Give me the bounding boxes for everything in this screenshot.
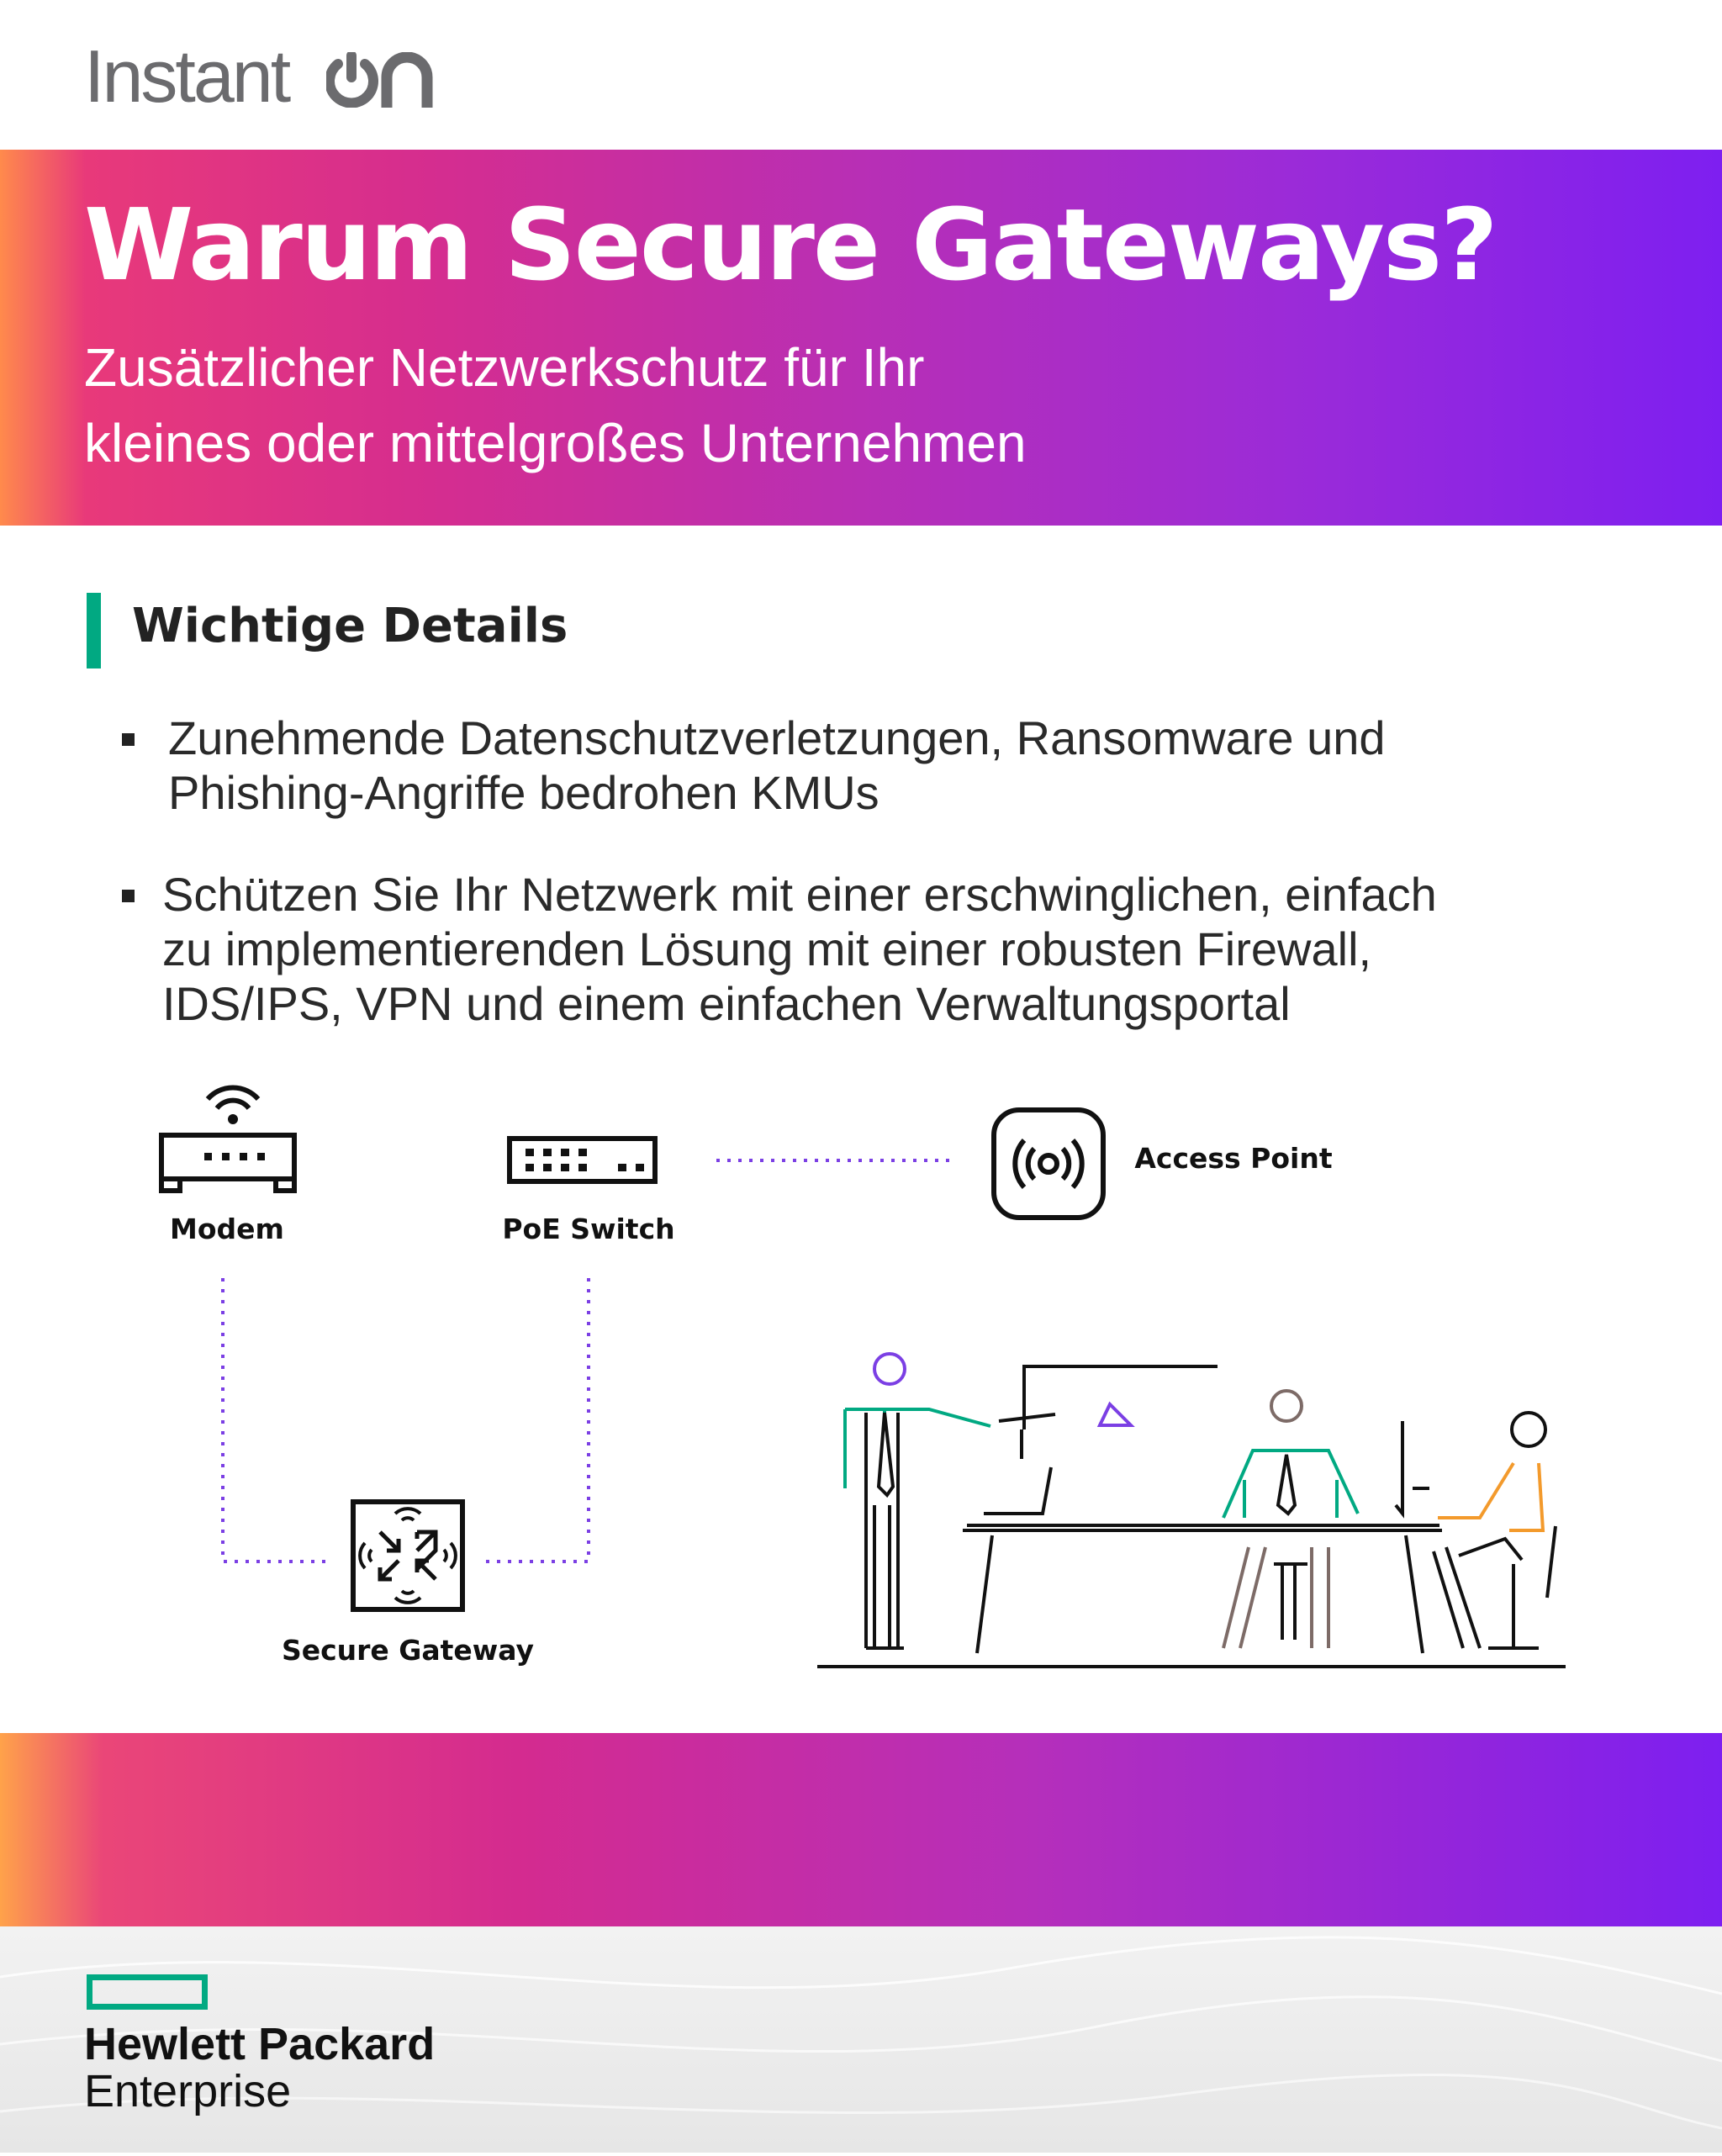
instant-on-logo-mark: [326, 52, 433, 108]
bullet-line: zu implementierenden Lösung mit einer ro…: [162, 922, 1372, 975]
section-heading: Wichtige Details: [132, 599, 568, 653]
bullet-icon: [122, 890, 135, 902]
secure-gateway-label: Secure Gateway: [281, 1634, 535, 1667]
gradient-band: [0, 1733, 1722, 1926]
access-point-label: Access Point: [1134, 1142, 1333, 1175]
bullet-line: Schützen Sie Ihr Netzwerk mit einer ersc…: [162, 868, 1437, 921]
page-subtitle: Zusätzlicher Netzwerkschutz für Ihr klei…: [84, 330, 1027, 481]
bullet-line: Phishing-Angriffe bedrohen KMUs: [168, 766, 879, 819]
footer: [0, 1926, 1722, 2153]
section-accent-bar: [87, 593, 101, 668]
presenter-figure: [843, 1352, 991, 1650]
bullet-item: Schützen Sie Ihr Netzwerk mit einer ersc…: [162, 867, 1437, 1031]
access-point-icon: [991, 1107, 1106, 1220]
hpe-logo-icon: [87, 1974, 208, 2010]
poe-switch-icon: [507, 1136, 658, 1184]
seated-man-figure: [1222, 1389, 1360, 1649]
subtitle-line: Zusätzlicher Netzwerkschutz für Ihr: [84, 337, 925, 398]
secure-gateway-icon: [351, 1499, 465, 1612]
title-banner: [0, 150, 1722, 526]
office-illustration: [817, 1352, 1566, 1668]
bullet-item: Zunehmende Datenschutzverletzungen, Rans…: [168, 711, 1386, 820]
seated-woman-figure: [1394, 1411, 1557, 1650]
network-diagram: [159, 1085, 1566, 1668]
wave-pattern: [0, 1936, 1722, 2130]
hpe-brand-line2: Enterprise: [84, 2066, 292, 2116]
instant-on-logo-text: Instant: [84, 34, 291, 118]
subtitle-line: kleines oder mittelgroßes Unternehmen: [84, 413, 1027, 473]
poe-switch-label: PoE Switch: [502, 1213, 675, 1245]
modem-label: Modem: [170, 1213, 284, 1245]
bullet-icon: [122, 733, 135, 746]
bullet-line: Zunehmende Datenschutzverletzungen, Rans…: [168, 711, 1386, 764]
modem-icon: [159, 1085, 297, 1193]
bullet-line: IDS/IPS, VPN und einem einfachen Verwalt…: [162, 977, 1291, 1030]
page-title: Warum Secure Gateways?: [84, 187, 1498, 303]
hpe-brand-line1: Hewlett Packard: [84, 2019, 436, 2069]
